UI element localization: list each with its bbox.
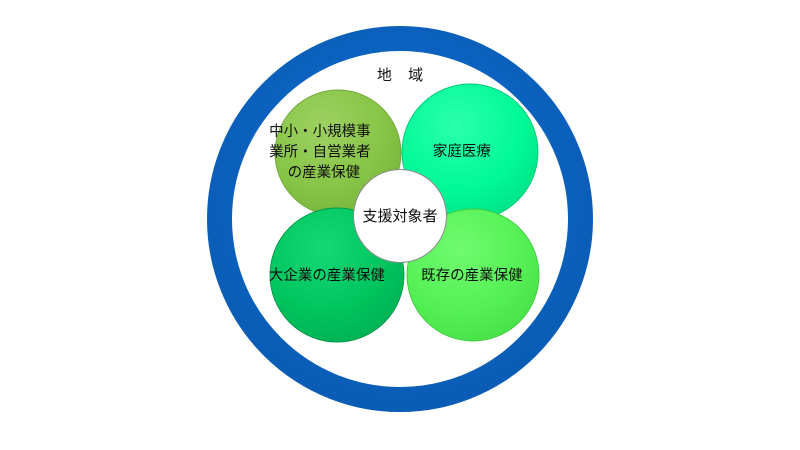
bottom-right-circle-shape — [406, 208, 540, 342]
top-left-circle-label: 中小・小規模事 業所・自営業者 の産業保健 — [269, 123, 399, 181]
bottom-right-circle-label: 既存の産業保健 — [421, 267, 543, 284]
bottom-left-circle-label: 大企業の産業保健 — [269, 266, 405, 284]
top-right-circle-label: 家庭医療 — [433, 143, 511, 160]
outer-ring-shape — [207, 26, 593, 412]
top-left-circle-label-line-3: の産業保健 — [288, 164, 361, 181]
top-left-circle-label-line-2: 業所・自営業者 — [269, 143, 371, 160]
bottom-right-circle-label-line-1: 既存の産業保健 — [421, 267, 523, 284]
center-circle-shape — [353, 169, 447, 263]
center-circle-label: 支援対象者 — [362, 208, 437, 225]
outer-ring-label: 地 域 — [377, 67, 429, 84]
top-right-circle-label-line-1: 家庭医療 — [433, 143, 491, 160]
bottom-left-circle-label-line-1: 大企業の産業保健 — [269, 266, 385, 284]
top-left-circle-label-line-1: 中小・小規模事 — [269, 123, 371, 140]
